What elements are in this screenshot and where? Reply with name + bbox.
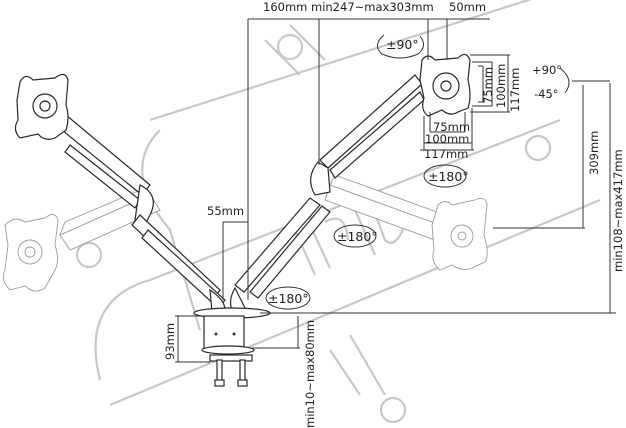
tilt-up-label: +90°: [532, 63, 562, 77]
rotation-elbow-label: ±180°: [337, 229, 378, 244]
top-dimension-lines: [247, 18, 490, 300]
vesa-height-117-label: 117mm: [508, 68, 522, 112]
clamp-dimension-lines: [175, 315, 300, 363]
watermark: [75, 0, 601, 424]
rotation-monitor-label: ±180°: [428, 169, 469, 184]
vesa-width-75-label: 75mm: [433, 120, 470, 134]
arm-rise-label: 309mm: [587, 131, 601, 175]
pole-gap-label: 55mm: [207, 204, 244, 218]
right-arm: [229, 53, 471, 311]
rotation-base-indicator: [265, 286, 311, 310]
vesa-height-75-label: 75mm: [481, 67, 495, 104]
swivel-head-label: ±90°: [386, 37, 419, 52]
arm-offset-label: 160mm: [263, 0, 307, 14]
ghost-right-arm: [324, 174, 488, 271]
clamp-base: [193, 307, 271, 387]
tilt-down-label: -45°: [534, 87, 559, 101]
tilt-indicator: [559, 67, 610, 94]
vesa-width-117-label: 117mm: [424, 147, 468, 161]
swivel-head-indicator: [377, 34, 424, 59]
head-depth-label: 50mm: [449, 0, 486, 14]
vesa-width-100-label: 100mm: [425, 132, 469, 146]
rotation-base-label: ±180°: [268, 291, 309, 306]
arm-reach-label: min247~max303mm: [311, 0, 434, 14]
height-range-label: min108~max417mm: [611, 149, 625, 272]
left-arm: [14, 73, 226, 313]
vesa-dimension-lines: [420, 54, 510, 151]
rotation-elbow-indicator: [333, 224, 377, 248]
vesa-height-100-label: 100mm: [494, 64, 508, 108]
clamp-height-label: 93mm: [163, 323, 177, 360]
vertical-dimension-lines: [260, 83, 616, 314]
pole-gap-lines: [222, 221, 248, 300]
desk-thickness-label: min10~max80mm: [303, 320, 317, 428]
rotation-monitor-indicator: [423, 164, 467, 188]
